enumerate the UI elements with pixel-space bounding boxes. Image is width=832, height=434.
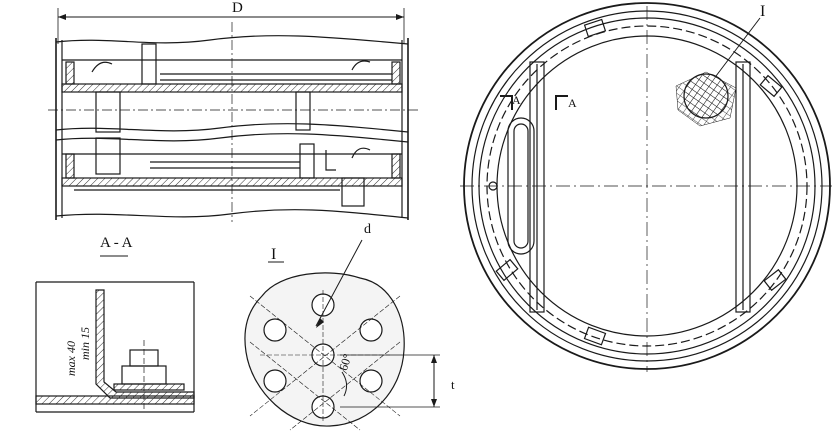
min-dimension-label: min 15 <box>78 327 92 360</box>
section-title: A - A <box>100 235 133 251</box>
max-dimension-label: max 40 <box>64 341 78 376</box>
section-mark-left: A <box>512 93 521 107</box>
section-a-a <box>35 255 195 413</box>
elevation-view <box>48 8 418 222</box>
plan-view <box>460 2 832 372</box>
detail-title: I <box>271 246 277 263</box>
pitch-label: t <box>451 377 455 392</box>
section-mark-right: A <box>568 96 577 110</box>
diameter-label: D <box>232 0 243 16</box>
hole-diameter-label: d <box>364 222 371 237</box>
rim-clamps <box>495 18 787 346</box>
detail-i-perforation <box>244 239 440 431</box>
detail-callout: I <box>760 3 766 20</box>
